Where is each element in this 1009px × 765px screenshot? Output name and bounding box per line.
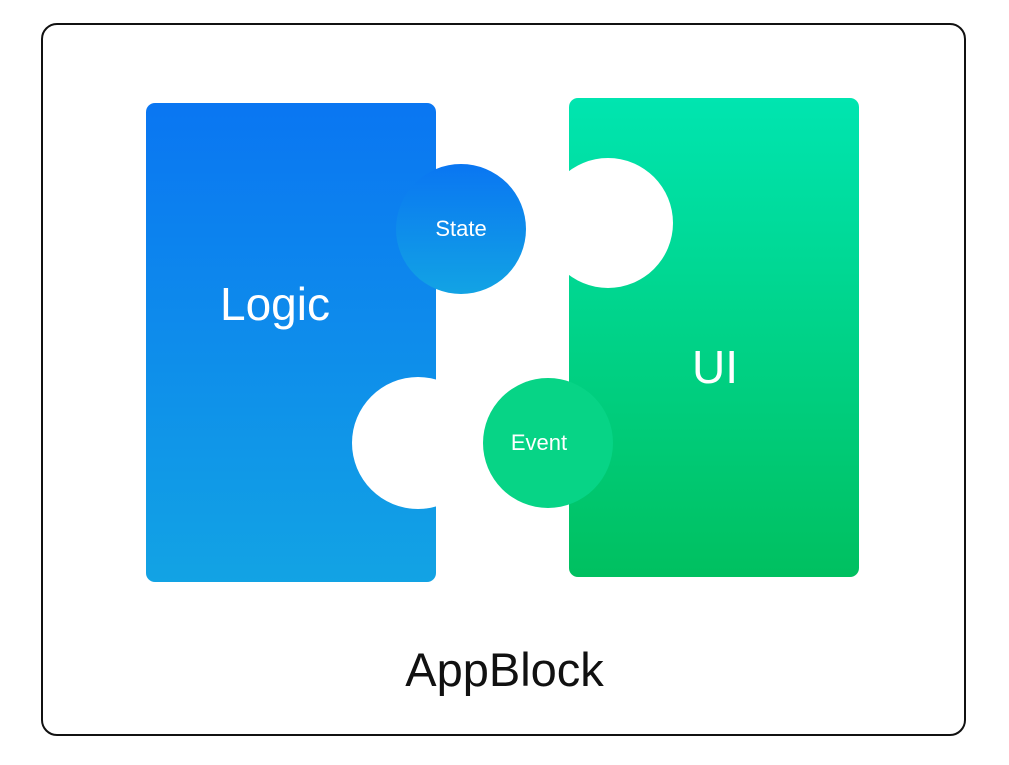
- logic-block: [146, 103, 526, 582]
- appblock-caption: AppBlock: [405, 643, 604, 696]
- logic-label: Logic: [220, 278, 330, 330]
- state-connector: [396, 164, 526, 294]
- ui-socket: [543, 158, 673, 288]
- event-label: Event: [511, 430, 567, 455]
- event-connector: [483, 378, 613, 508]
- logic-block-body: [146, 103, 436, 582]
- logic-socket: [352, 377, 484, 509]
- state-label: State: [435, 216, 486, 241]
- ui-block: [483, 98, 859, 577]
- ui-label: UI: [692, 341, 738, 393]
